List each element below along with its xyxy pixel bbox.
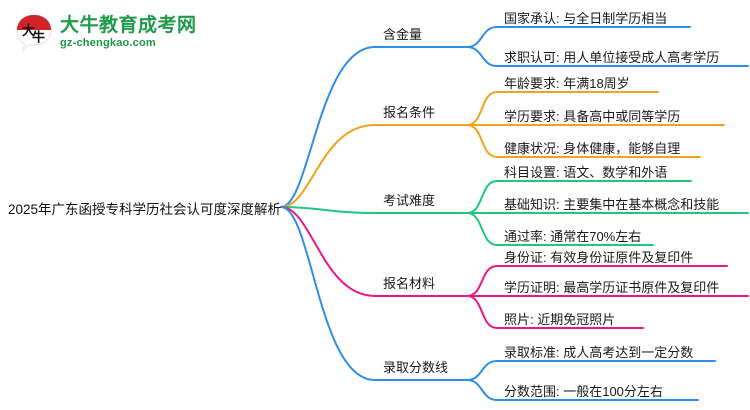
branch-label-luqu-fenshuxian[interactable]: 录取分数线 <box>383 360 449 375</box>
logo-mark-svg: 大 牛 <box>16 14 52 53</box>
leaf-node-tongguolv[interactable]: 通过率: 通常在70%左右 <box>504 229 642 244</box>
svg-text:大: 大 <box>22 23 35 38</box>
logo-text-block: 大牛教育成考网 gz-chengkao.com <box>60 16 197 49</box>
branch-label-baoming-cailiao[interactable]: 报名材料 <box>383 276 436 291</box>
leaf-node-luqu-biaozhun[interactable]: 录取标准: 成人高考达到一定分数 <box>504 345 694 360</box>
leaf-node-nianling-yaoqiu[interactable]: 年龄要求: 年满18周岁 <box>504 76 630 91</box>
logo-subtitle-url: gz-chengkao.com <box>60 36 156 49</box>
svg-text:牛: 牛 <box>32 30 45 45</box>
leaf-node-guojia-chengren[interactable]: 国家承认: 与全日制学历相当 <box>504 11 668 26</box>
logo-title: 大牛教育成考网 <box>60 14 197 36</box>
leaf-node-xueli-zhengming[interactable]: 学历证明: 最高学历证书原件及复印件 <box>504 280 720 295</box>
branch-label-hanjinliang[interactable]: 含金量 <box>383 27 423 42</box>
site-logo[interactable]: 大 牛 大牛教育成考网 gz-chengkao.com <box>14 8 234 56</box>
branch-wire-5 <box>280 206 716 401</box>
leaf-node-jiankang-zhuangkuang[interactable]: 健康状况: 身体健康，能够自理 <box>504 141 681 156</box>
leaf-node-shenfenzheng[interactable]: 身份证: 有效身份证原件及复印件 <box>504 250 694 265</box>
leaf-node-zhaopian[interactable]: 照片: 近期免冠照片 <box>504 312 616 327</box>
branch-label-kaoshi-nandu[interactable]: 考试难度 <box>383 193 436 208</box>
root-node-label[interactable]: 2025年广东函授专科学历社会认可度深度解析 <box>8 202 282 217</box>
leaf-node-xueli-yaoqiu[interactable]: 学历要求: 具备高中或同等学历 <box>504 109 681 124</box>
leaf-node-kemu-shezhi[interactable]: 科目设置: 语文、数学和外语 <box>504 165 668 180</box>
leaf-node-qiuzhi-renke[interactable]: 求职认可: 用人单位接受成人高考学历 <box>504 50 720 65</box>
leaf-node-jichu-zhishi[interactable]: 基础知识: 主要集中在基本概念和技能 <box>504 197 720 212</box>
leaf-node-fenshu-fanwei[interactable]: 分数范围: 一般在100分左右 <box>504 384 663 399</box>
branch-label-baoming-tiaojian[interactable]: 报名条件 <box>383 105 436 120</box>
daniu-speech-bubble-logo-icon: 大 牛 <box>14 12 54 53</box>
